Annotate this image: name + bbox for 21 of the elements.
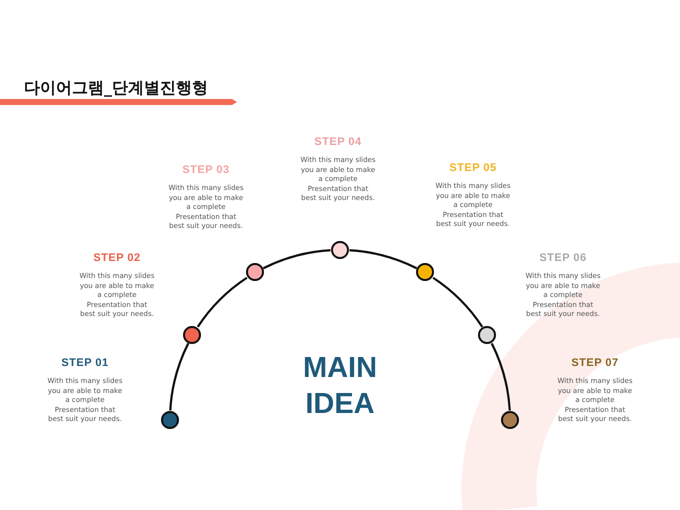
step-heading: STEP 03 [182,164,230,177]
main-idea-text: MAIN IDEA [280,350,400,422]
page-title: 다이어그램_단계별진행형 [24,78,208,99]
step-dot [183,326,202,344]
step-heading: STEP 02 [93,252,141,265]
step-dot [160,410,178,428]
step-dot [416,263,434,282]
arc-line [490,342,511,411]
arc-line [432,276,484,328]
step-heading: STEP 07 [571,357,619,370]
step-dot [330,240,348,258]
step-heading: STEP 06 [539,252,587,265]
step-heading: STEP 01 [61,357,109,370]
arc-line [262,249,331,270]
arc-line [196,276,248,328]
step-dot [246,263,264,282]
step-dot [478,326,496,344]
arc-line [169,342,190,411]
arc-line [349,249,418,270]
step-heading: STEP 04 [314,136,362,149]
step-heading: STEP 05 [449,162,497,175]
